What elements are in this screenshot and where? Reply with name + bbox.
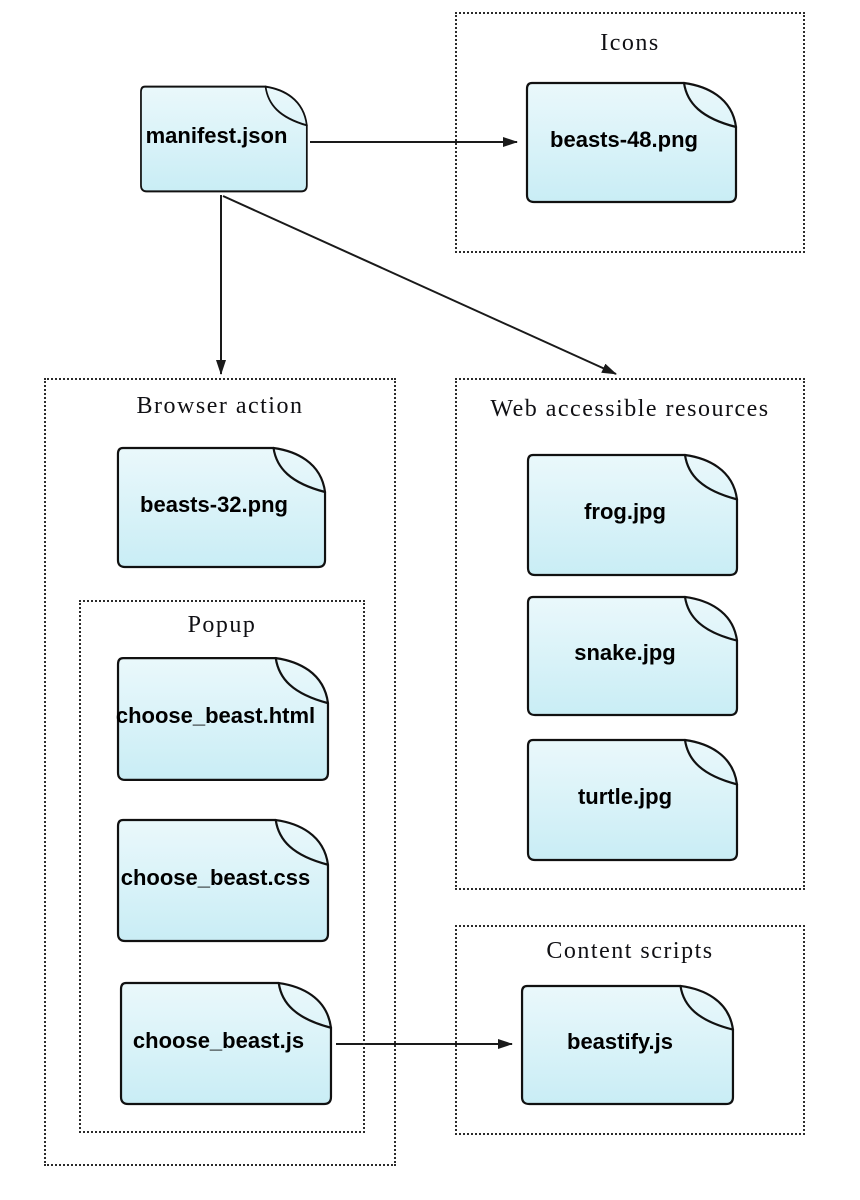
file-node-snake-jpg: snake.jpg [523,594,741,718]
document-icon [116,656,330,782]
group-icons-title: Icons [600,30,660,56]
file-label: choose_beast.js [132,1027,305,1053]
file-label: beastify.js [567,1029,673,1054]
file-node-frog-jpg: frog.jpg [523,452,741,578]
file-label: turtle.jpg [577,784,673,809]
group-web-accessible-resources: Web accessible resources [455,378,805,890]
file-label: snake.jpg [574,640,676,665]
file-node-choose-beast-html: choose_beast.html [113,655,332,783]
document-icon [116,818,330,943]
group-icons: Icons [455,12,805,253]
group-content-scripts-title: Content scripts [546,938,714,964]
document-icon [525,81,738,204]
document-icon [526,738,739,862]
file-node-manifest-json: manifest.json [137,84,310,194]
file-node-choose-beast-css: choose_beast.css [113,817,332,944]
group-popup-title: Popup [187,612,257,638]
document-icon [140,85,308,193]
document-icon [119,981,333,1106]
file-node-beasts-48-png: beasts-48.png [522,80,740,205]
file-node-beasts-32-png: beasts-32.png [113,445,329,570]
group-popup: Popup [79,600,365,1133]
group-content-scripts: Content scripts [455,925,805,1135]
file-label: beasts-48.png [550,126,698,152]
file-node-choose-beast-js: choose_beast.js [116,980,335,1107]
file-node-turtle-jpg: turtle.jpg [523,737,741,863]
document-icon [526,453,739,577]
file-label: choose_beast.html [115,703,316,728]
group-browser-action: Browser action [44,378,396,1166]
group-web-accessible-resources-title: Web accessible resources [490,396,770,422]
file-node-beastify-js: beastify.js [517,983,737,1107]
group-browser-action-title: Browser action [136,393,304,419]
document-icon [526,595,739,717]
document-icon [116,446,327,569]
file-label: frog.jpg [584,499,666,524]
file-label: manifest.json [145,123,288,148]
file-label: beasts-32.png [140,491,288,517]
document-icon [520,984,735,1106]
file-label: choose_beast.css [120,864,311,890]
